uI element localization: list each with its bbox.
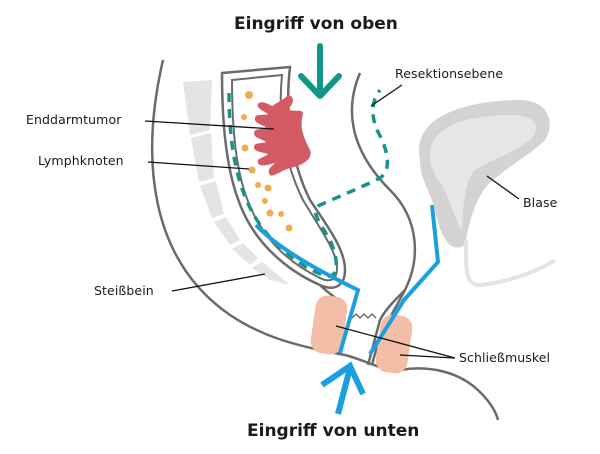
- resection-plane: [227, 88, 390, 278]
- body-outline-back: [151, 59, 346, 357]
- leader-sphincter-2: [399, 354, 456, 359]
- blue-resection-line: [254, 204, 441, 356]
- lymph-nodes: [241, 91, 293, 232]
- dentate-line: [351, 312, 377, 320]
- sphincter-muscle-left: [310, 295, 348, 355]
- top-approach-arrow: [298, 43, 342, 99]
- leader-lymph: [147, 161, 250, 170]
- anal-canal-right: [366, 289, 406, 366]
- bottom-approach-arrow: [320, 361, 366, 415]
- label-bladder: Blase: [523, 195, 558, 210]
- label-tumor: Enddarmtumor: [26, 112, 122, 127]
- bladder-inner: [430, 115, 536, 230]
- leader-coccyx: [171, 273, 266, 292]
- leader-sphincter-1: [335, 325, 456, 359]
- title-bottom-approach: Eingriff von unten: [247, 421, 420, 441]
- leader-lines: [144, 84, 520, 359]
- label-resection: Resektionsebene: [395, 66, 504, 81]
- title-top-approach: Eingriff von oben: [234, 14, 398, 34]
- leader-tumor: [144, 120, 275, 130]
- leader-resection: [370, 84, 403, 107]
- body-outline-bottom: [344, 353, 500, 421]
- label-sphincter: Schließmuskel: [459, 350, 551, 365]
- coccyx-bone: [183, 80, 290, 285]
- label-coccyx: Steißbein: [94, 283, 154, 298]
- leader-bladder: [486, 175, 520, 200]
- urethra: [463, 239, 557, 288]
- tumor: [254, 95, 311, 176]
- label-lymph: Lymphknoten: [38, 153, 124, 168]
